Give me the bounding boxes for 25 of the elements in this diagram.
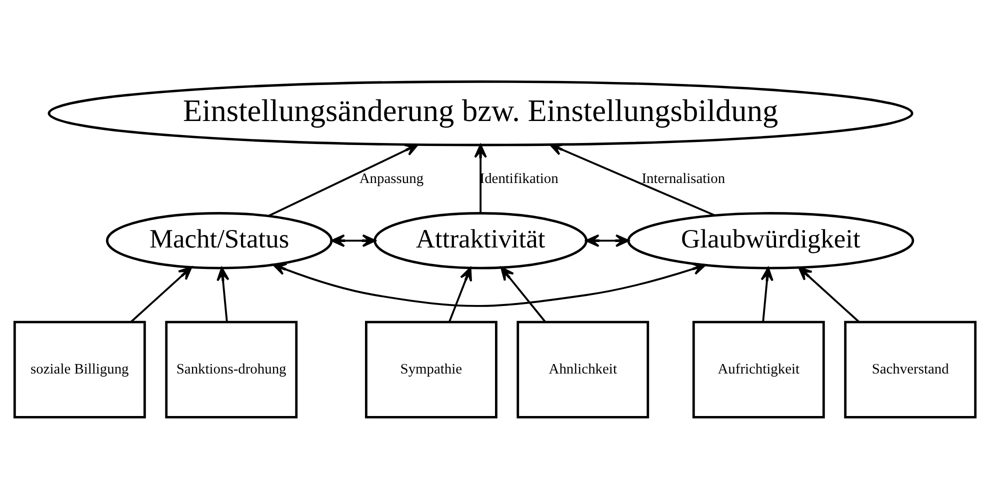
node-box: Sanktions-drohung xyxy=(164,320,298,418)
node-ellipse: Attraktivität xyxy=(373,212,588,269)
arrow xyxy=(760,266,773,322)
arrow xyxy=(548,142,715,216)
arrow xyxy=(330,234,376,247)
arrow xyxy=(130,266,192,322)
arrow xyxy=(448,266,472,322)
arrow xyxy=(272,262,706,306)
edge-label: Internalisation xyxy=(641,170,725,186)
node-box: Sachverstand xyxy=(844,320,976,418)
arrow xyxy=(585,234,629,247)
arrow xyxy=(216,266,229,322)
node-box: Sympathie xyxy=(364,320,497,418)
node-ellipse: Einstellungsänderung bzw. Einstellungsbildung xyxy=(47,80,913,146)
edge-label: Identifikation xyxy=(479,170,558,186)
arrow xyxy=(474,144,486,213)
arrow xyxy=(798,266,860,322)
node-ellipse: Glaubwürdigkeit xyxy=(626,212,914,269)
arrow xyxy=(267,143,418,216)
node-box: Ahnlichkeit xyxy=(516,320,649,418)
node-box: soziale Billigung xyxy=(12,320,146,418)
node-ellipse: Macht/Status xyxy=(105,212,332,269)
arrow xyxy=(500,266,546,322)
node-box: Aufrichtigkeit xyxy=(692,320,824,418)
edge-label: Anpassung xyxy=(358,170,424,186)
